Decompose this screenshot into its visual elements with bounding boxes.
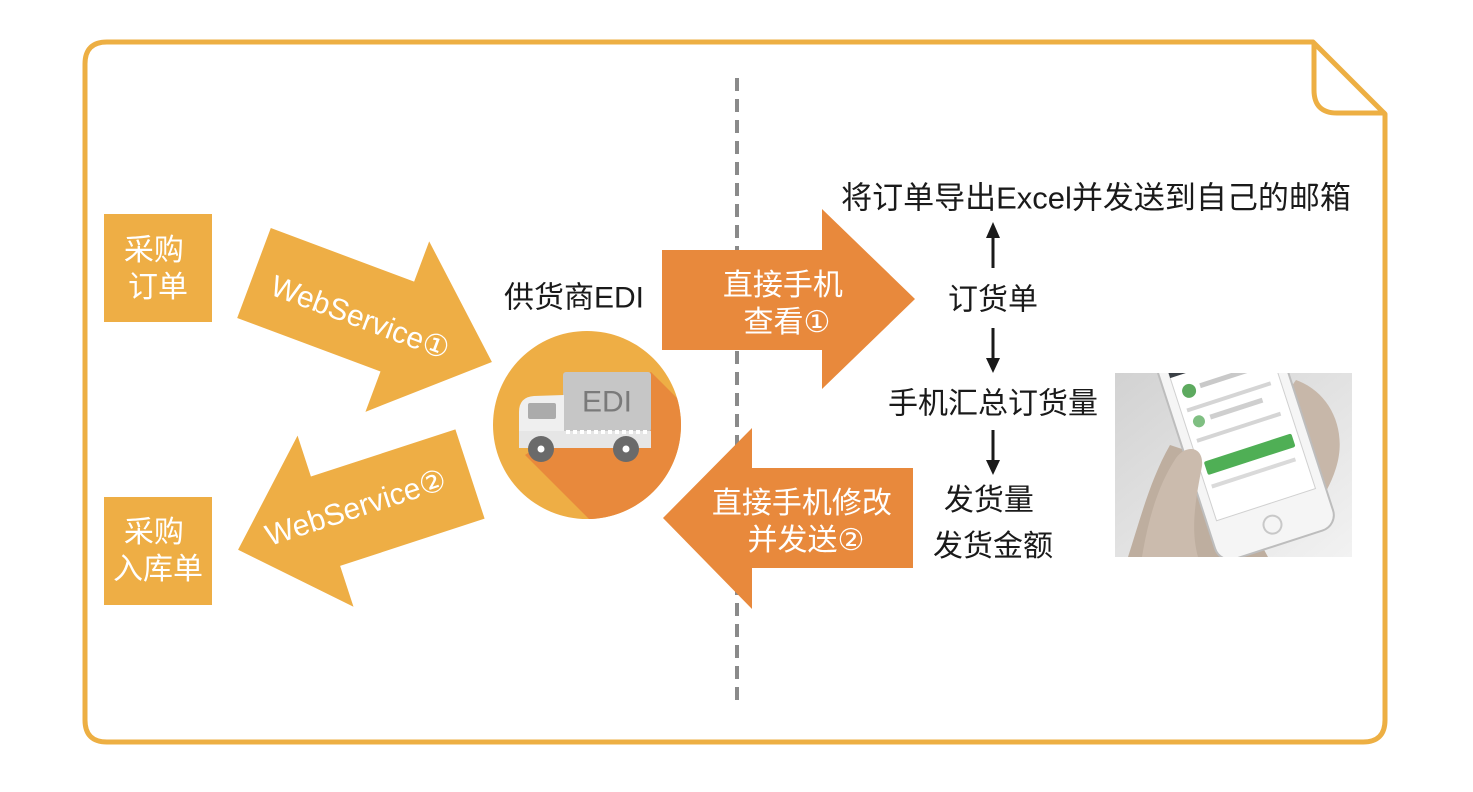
shipped-amount: 发货金额 (933, 530, 1053, 563)
phone-modify-arrow-label: 直接手机修改 并发送② (712, 487, 900, 557)
phone-modify-arrow: 直接手机修改 并发送② (663, 428, 913, 609)
phone-view-arrow-line-2: 查看① (744, 306, 831, 339)
phone-app-divider (1186, 381, 1272, 413)
down-arrow-icon (986, 430, 1000, 475)
shipped-quantity: 发货量 (944, 484, 1034, 517)
phone-view-arrow-label: 直接手机 查看① (723, 269, 851, 339)
hand-thumb (1142, 448, 1203, 557)
purchase-order-label: 采购 订单 (124, 234, 192, 304)
truck-window (528, 403, 556, 419)
shipment-step: 发货量 发货金额 (933, 484, 1053, 563)
truck-cargo-box (563, 372, 651, 432)
webservice-arrow-2: WebService② (238, 429, 485, 607)
phone-app-green-button (1204, 433, 1296, 475)
phone-modify-arrow-line-1: 直接手机修改 (712, 487, 892, 520)
down-arrow-icon (986, 328, 1000, 373)
phone-app-avatar (1192, 415, 1205, 428)
purchase-order-box: 采购 订单 (104, 214, 212, 322)
purchase-receipt-box: 采购 入库单 (104, 497, 212, 605)
supplier-edi-label: 供货商EDI (504, 282, 644, 315)
webservice-arrow-2-shape (238, 429, 485, 607)
phone-device (1150, 373, 1335, 557)
truck-rear-hub (622, 445, 630, 453)
purchase-order-label-line-2: 订单 (128, 271, 188, 304)
purchase-receipt-label-line-1: 采购 (124, 516, 184, 549)
purchase-receipt-box-bg (104, 497, 212, 605)
purchase-order-box-bg (104, 214, 212, 322)
page-frame (82, 39, 1388, 745)
purchase-receipt-label: 采购 入库单 (113, 516, 203, 586)
phone-modify-arrow-shape (663, 428, 913, 609)
webservice-arrow-1-shape (237, 228, 492, 412)
phone-app-avatar (1182, 383, 1197, 398)
order-flow: 将订单导出Excel并发送到自己的邮箱 订货单 手机汇总订货量 发货量 发货金额 (841, 181, 1351, 563)
phone-app-row (1199, 373, 1258, 389)
phone-app-row (1209, 397, 1264, 420)
truck-front-hub (537, 445, 545, 453)
truck-cargo-label: EDI (582, 386, 632, 419)
phone-in-hand-photo (1115, 373, 1352, 557)
frame-border (82, 39, 1388, 745)
summary-step: 手机汇总订货量 (888, 388, 1098, 421)
truck-icon: EDI (519, 372, 651, 462)
up-arrow-icon (986, 222, 1000, 268)
supplier-edi-badge: EDI (493, 331, 681, 519)
phone-screen (1163, 373, 1317, 522)
purchase-receipt-label-line-2: 入库单 (113, 553, 203, 586)
phone-home-button (1262, 514, 1283, 535)
phone-app-divider (1211, 457, 1297, 489)
folded-corner (1311, 41, 1387, 116)
phone-modify-arrow-line-2: 并发送② (748, 524, 865, 557)
phone-app-divider (1196, 411, 1282, 443)
export-excel-step: 将订单导出Excel并发送到自己的邮箱 (841, 181, 1351, 216)
purchase-order-label-line-1: 采购 (124, 234, 184, 267)
phone-view-arrow-shape (662, 209, 915, 389)
phone-view-arrow: 直接手机 查看① (662, 209, 915, 389)
order-sheet-step: 订货单 (948, 284, 1038, 317)
phone-view-arrow-line-1: 直接手机 (723, 269, 843, 302)
